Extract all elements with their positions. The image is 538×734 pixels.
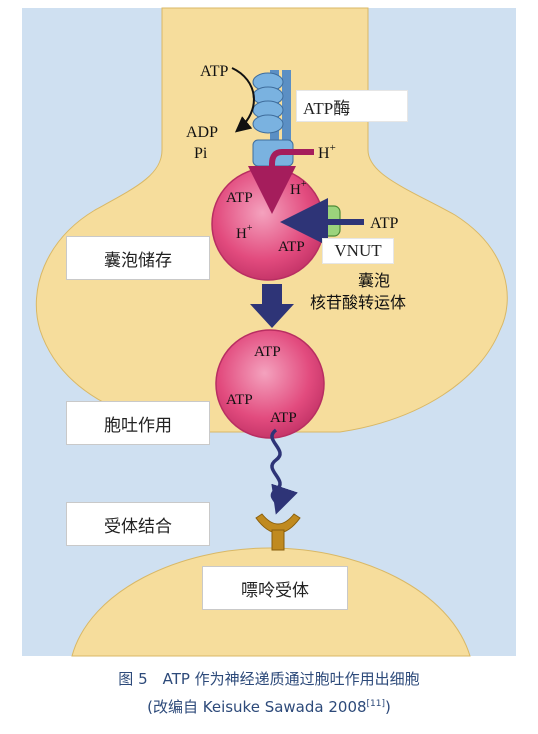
step-exocytosis: 胞吐作用	[66, 401, 210, 445]
step-binding: 受体结合	[66, 502, 210, 546]
vnut-label: VNUT	[322, 238, 394, 264]
vesicle-h-1: H+	[290, 179, 307, 198]
release-arrow	[270, 428, 298, 515]
figure-caption-line1: 图 5 ATP 作为神经递质通过胞吐作用出细胞	[118, 670, 420, 688]
down-arrow	[250, 284, 294, 328]
atp-top-label: ATP	[200, 63, 229, 80]
step-receptor: 嘌呤受体	[202, 566, 348, 610]
transporter-label-2: 核苷酸转运体	[310, 293, 406, 312]
adp-label: ADP	[186, 124, 218, 141]
atp-hydrolysis-arrow	[231, 67, 255, 133]
proton-influx-arrow	[248, 149, 314, 214]
step-storage: 囊泡储存	[66, 236, 210, 280]
vnut-atp-label: ATP	[370, 215, 399, 232]
fusing-vesicle	[215, 329, 325, 439]
purinergic-receptor	[255, 513, 301, 551]
transporter-label-1: 囊泡	[358, 271, 390, 290]
fusing-atp-1: ATP	[254, 344, 281, 360]
citation-ref: [11]	[366, 699, 386, 709]
vesicle-atp-1: ATP	[226, 190, 253, 206]
pump-h-label: H+	[318, 142, 336, 162]
vesicle-h-2: H+	[236, 223, 253, 242]
vesicle-atp-2: ATP	[278, 239, 305, 255]
fusing-atp-2: ATP	[226, 392, 253, 408]
figure-caption-line2: (改编自 Keisuke Sawada 2008[11])	[147, 698, 391, 716]
pi-label: Pi	[194, 145, 208, 162]
atpase-label: ATP酶	[296, 90, 408, 122]
fusing-atp-3: ATP	[270, 410, 297, 426]
